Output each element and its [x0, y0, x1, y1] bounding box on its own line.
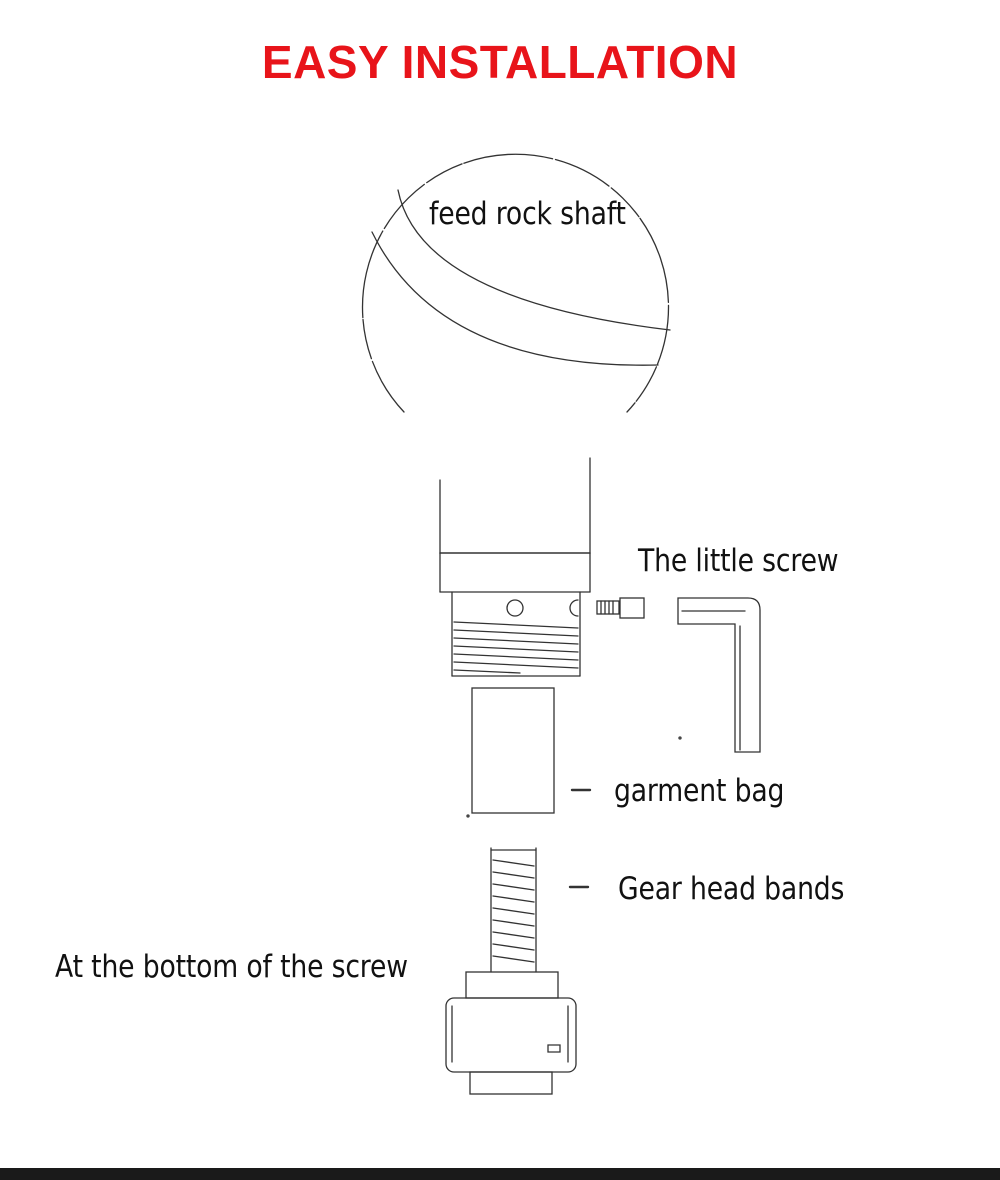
label-bottom-of-screw: At the bottom of the screw	[55, 949, 408, 985]
shift-knob-ball	[361, 153, 671, 413]
bottom-border	[0, 1168, 1000, 1180]
label-gear-head-bands: Gear head bands	[618, 871, 845, 907]
label-feed-rock-shaft: feed rock shaft	[429, 196, 626, 232]
garment-bag	[471, 687, 592, 814]
little-screw	[596, 597, 645, 619]
threaded-adapter	[451, 591, 581, 677]
speck	[466, 814, 470, 818]
bottom-nut	[445, 971, 577, 1095]
label-garment-bag: garment bag	[614, 773, 785, 809]
label-little-screw: The little screw	[638, 543, 839, 579]
speck	[678, 736, 682, 740]
page-title: EASY INSTALLATION	[261, 36, 739, 88]
knob-neck	[439, 457, 591, 593]
gear-head-bands	[490, 847, 590, 973]
allen-key-icon	[677, 597, 761, 753]
